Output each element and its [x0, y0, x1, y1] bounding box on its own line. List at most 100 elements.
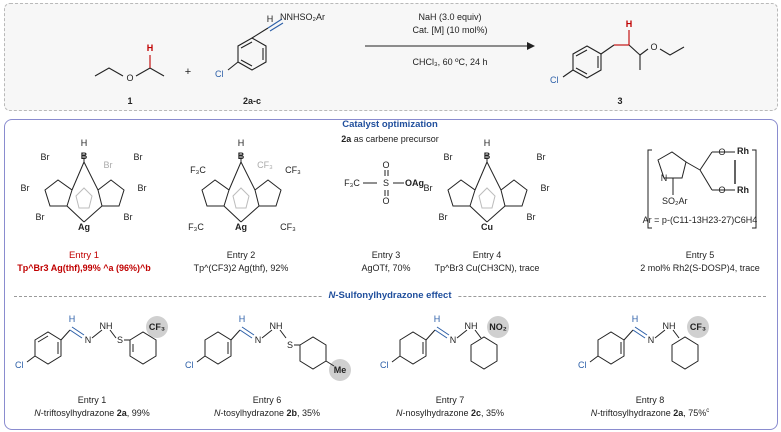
sh1-nh: NH	[99, 321, 113, 331]
sh2-nh: NH	[269, 321, 283, 331]
entry-5-name: Entry 5	[685, 250, 715, 260]
e4-br: Br	[438, 212, 448, 222]
sh3-no2: NO₂	[489, 322, 507, 332]
sulfonyl-section-title: N-Sulfonylhydrazone effect	[323, 290, 457, 301]
e2-cf3: F₃C	[190, 165, 206, 175]
e2-cf3: F₃C	[188, 222, 204, 232]
entry-4-name: Entry 4	[472, 250, 502, 260]
sh1-cl: Cl	[15, 360, 24, 370]
product-chlorine: Cl	[550, 75, 559, 85]
e1-br: Br	[20, 183, 30, 193]
ar-definition: Ar = p-(C11-13H23-27)C6H4	[642, 215, 758, 225]
e4-br: Br	[526, 212, 536, 222]
catalyst-section-title: Catalyst optimization	[342, 119, 438, 130]
sh2-cl: Cl	[185, 360, 194, 370]
e4-br: Br	[423, 183, 433, 193]
highlighted-h-atom: H	[146, 43, 154, 53]
entry-1-name: Entry 1	[68, 250, 100, 261]
e5-rh: Rh	[737, 185, 749, 195]
hydrazone-group: NNHSO₂Ar	[280, 12, 325, 22]
sh3-nh: NH	[464, 321, 478, 331]
reaction-scheme-panel	[4, 3, 778, 111]
e1-br: Br	[123, 212, 133, 222]
entry-3-result: AgOTf, 70%	[361, 263, 411, 273]
sh4-nh: NH	[662, 321, 676, 331]
entry-1-result: Tp^Br3 Ag(thf),99% ^a (96%)^b	[17, 263, 151, 273]
e1-h: H	[80, 138, 88, 148]
sh-entry-7-desc: N-nosylhydrazone 2c, 35%	[395, 408, 505, 418]
sh4-cf3: CF₃	[689, 322, 707, 332]
hydrazone-label: 2a-c	[242, 96, 262, 106]
e1-br-back: Br	[103, 160, 113, 170]
e1-boron: B	[80, 151, 88, 161]
hydrazone-chlorine: Cl	[215, 69, 224, 79]
entry-4-result: Tp^Br3 Cu(CH3CN), trace	[434, 263, 540, 273]
e4-copper: Cu	[481, 222, 493, 232]
e1-br: Br	[133, 152, 143, 162]
sh-entry-1-desc: N-triftosylhydrazone 2a, 99%	[34, 408, 150, 418]
e3-cf3: F₃C	[344, 178, 360, 188]
e4-br: Br	[443, 152, 453, 162]
e2-boron: B	[237, 151, 245, 161]
reagent-catalyst: Cat. [M] (10 mol%)	[412, 25, 488, 35]
substrate-label: 1	[127, 96, 133, 106]
entry-2-name: Entry 2	[226, 250, 256, 260]
e2-cf3: CF₃	[285, 165, 301, 175]
e4-br: Br	[540, 183, 550, 193]
entry-3-name: Entry 3	[371, 250, 401, 260]
sh2-h: H	[238, 314, 246, 324]
sh4-n: N	[647, 335, 655, 345]
e1-silver: Ag	[78, 222, 90, 232]
entry-2-result: Tp^(CF3)2 Ag(thf), 92%	[193, 263, 289, 273]
entry-5-result: 2 mol% Rh2(S-DOSP)4, trace	[640, 263, 760, 273]
sh4-cl: Cl	[578, 360, 587, 370]
ether-oxygen: O	[126, 73, 134, 83]
e3-oxygen: O	[382, 196, 390, 206]
e5-so2ar: SO₂Ar	[662, 196, 688, 206]
sh2-s: S	[286, 340, 294, 350]
hydrazone-h-atom: H	[266, 14, 274, 24]
optimization-panel	[4, 119, 778, 430]
sh1-n: N	[84, 335, 92, 345]
e1-br: Br	[40, 152, 50, 162]
e1-br: Br	[35, 212, 45, 222]
reagent-base: NaH (3.0 equiv)	[418, 12, 482, 22]
e5-nitrogen: N	[660, 173, 668, 183]
e3-oxygen: O	[382, 160, 390, 170]
sh-entry-8-name: Entry 8	[635, 395, 665, 405]
e1-br: Br	[137, 183, 147, 193]
e4-boron: B	[483, 151, 491, 161]
e2-h: H	[237, 138, 245, 148]
sh-entry-6-name: Entry 6	[252, 395, 282, 405]
sh3-cl: Cl	[380, 360, 389, 370]
catalyst-section-subtitle: 2a as carbene precursor	[341, 134, 439, 144]
plus-sign: +	[184, 66, 192, 78]
sh3-n: N	[449, 335, 457, 345]
sh-entry-7-name: Entry 7	[435, 395, 465, 405]
sh1-s: S	[116, 335, 124, 345]
sh4-h: H	[631, 314, 639, 324]
sh-entry-6-desc: N-tosylhydrazone 2b, 35%	[213, 408, 321, 418]
e4-br: Br	[536, 152, 546, 162]
e5-oxygen: O	[718, 185, 726, 195]
e3-sulfur: S	[382, 178, 390, 188]
e3-oag: OAg	[405, 178, 424, 188]
sh2-me: Me	[333, 365, 347, 375]
sh-entry-8-desc: N-triftosylhydrazone 2a, 75%c	[590, 408, 710, 418]
sh2-n: N	[254, 335, 262, 345]
e5-rh: Rh	[737, 146, 749, 156]
product-oxygen: O	[650, 42, 658, 52]
sh1-cf3: CF₃	[148, 322, 166, 332]
e2-cf3: CF₃	[280, 222, 296, 232]
e2-cf3-back: CF₃	[257, 160, 273, 170]
sh-entry-1-name: Entry 1	[77, 395, 107, 405]
product-label: 3	[617, 96, 623, 106]
e5-oxygen: O	[718, 147, 726, 157]
product-h-atom: H	[625, 19, 633, 29]
